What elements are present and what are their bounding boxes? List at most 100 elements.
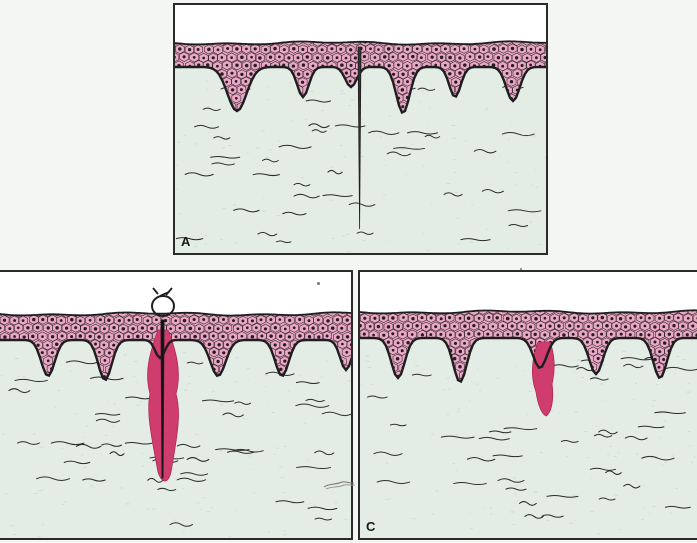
dermis-texture <box>429 107 431 108</box>
dermis-texture <box>431 204 432 205</box>
dermis-texture <box>573 495 574 496</box>
dermis-texture <box>658 437 660 438</box>
dermis-texture <box>344 519 347 520</box>
dermis-texture <box>380 136 381 137</box>
dermis-texture <box>61 448 63 449</box>
dermis-texture <box>142 466 144 467</box>
dermis-texture <box>401 149 404 150</box>
dermis-texture <box>693 457 695 458</box>
dermis-texture <box>299 375 301 376</box>
page-speck <box>520 268 522 270</box>
dermis-texture <box>530 221 532 222</box>
panel-a: A <box>173 3 548 255</box>
dermis-texture <box>536 187 538 188</box>
dermis-texture <box>188 376 190 377</box>
dermis-texture <box>465 140 467 141</box>
dermis-texture <box>513 477 515 478</box>
dermis-texture <box>516 366 518 367</box>
dermis-texture <box>469 400 470 401</box>
dermis-texture <box>404 146 405 147</box>
dermis-texture <box>546 520 550 521</box>
dermis-texture <box>111 375 112 376</box>
dermis-texture <box>591 477 593 478</box>
dermis-texture <box>344 156 346 157</box>
dermis-texture <box>584 431 588 432</box>
dermis-texture <box>477 368 478 369</box>
dermis-texture <box>197 455 198 456</box>
dermis-texture <box>58 390 61 391</box>
dermis-texture <box>470 242 473 243</box>
dermis-texture <box>546 191 548 192</box>
dermis-texture <box>471 204 473 205</box>
dermis-texture <box>182 488 184 489</box>
dermis-texture <box>325 361 327 362</box>
dermis-texture <box>70 371 71 372</box>
dermis-texture <box>219 450 222 451</box>
dermis-texture <box>366 361 370 362</box>
dermis-texture <box>112 426 113 427</box>
dermis-texture <box>566 456 568 457</box>
dermis-texture <box>142 453 143 454</box>
dermis-texture <box>248 379 249 380</box>
dermis-texture <box>534 492 538 493</box>
dermis-texture <box>262 210 264 211</box>
dermis-texture <box>423 234 425 235</box>
dermis-texture <box>581 377 584 378</box>
dermis-texture <box>246 368 250 369</box>
dermis-texture <box>587 457 590 458</box>
dermis-texture <box>175 165 177 166</box>
dermis-texture <box>688 431 691 432</box>
dermis-texture <box>93 486 94 487</box>
dermis-texture <box>283 492 285 493</box>
dermis-texture <box>184 390 188 391</box>
dermis-texture <box>37 536 40 537</box>
dermis-texture <box>569 523 572 524</box>
dermis-texture <box>432 513 434 514</box>
dermis-texture <box>279 466 283 467</box>
dermis-texture <box>526 414 528 415</box>
dermis-texture <box>313 504 314 505</box>
dermis-texture <box>331 238 334 239</box>
dermis-texture <box>422 91 424 92</box>
dermis-texture <box>83 467 87 468</box>
dermis-texture <box>350 380 351 381</box>
dermis-texture <box>206 81 209 82</box>
dermis-texture <box>269 149 272 150</box>
dermis-texture <box>174 520 177 521</box>
dermis-texture <box>136 405 139 406</box>
dermis-texture <box>362 240 365 241</box>
dermis-texture <box>236 510 237 511</box>
dermis-texture <box>659 413 660 414</box>
dermis-texture <box>195 434 199 435</box>
dermis-texture <box>229 536 231 537</box>
dermis-texture <box>386 463 388 464</box>
panel-b-illustration <box>0 272 353 540</box>
dermis-texture <box>188 383 191 384</box>
dermis-texture <box>469 512 470 513</box>
dermis-texture <box>184 135 186 136</box>
dermis-texture <box>691 462 693 463</box>
dermis-texture <box>126 503 130 504</box>
dermis-texture <box>457 412 460 413</box>
dermis-texture <box>600 383 604 384</box>
dermis-texture <box>455 192 458 193</box>
dermis-texture <box>304 119 307 120</box>
dermis-texture <box>147 509 150 510</box>
dermis-texture <box>321 376 323 377</box>
dermis-texture <box>672 455 673 456</box>
dermis-texture <box>683 359 686 360</box>
dermis-texture <box>559 412 560 413</box>
dermis-texture <box>389 498 391 499</box>
dermis-texture <box>512 524 514 525</box>
dermis-texture <box>535 170 536 171</box>
dermis-texture <box>670 524 671 525</box>
dermis-texture <box>13 534 16 535</box>
dermis-texture <box>427 128 429 129</box>
dermis-texture <box>235 381 238 382</box>
dermis-texture <box>508 139 510 140</box>
dermis-texture <box>291 188 292 189</box>
dermis-texture <box>34 493 37 494</box>
dermis-texture <box>334 471 335 472</box>
dermis-texture <box>529 391 532 392</box>
dermis-texture <box>259 147 260 148</box>
